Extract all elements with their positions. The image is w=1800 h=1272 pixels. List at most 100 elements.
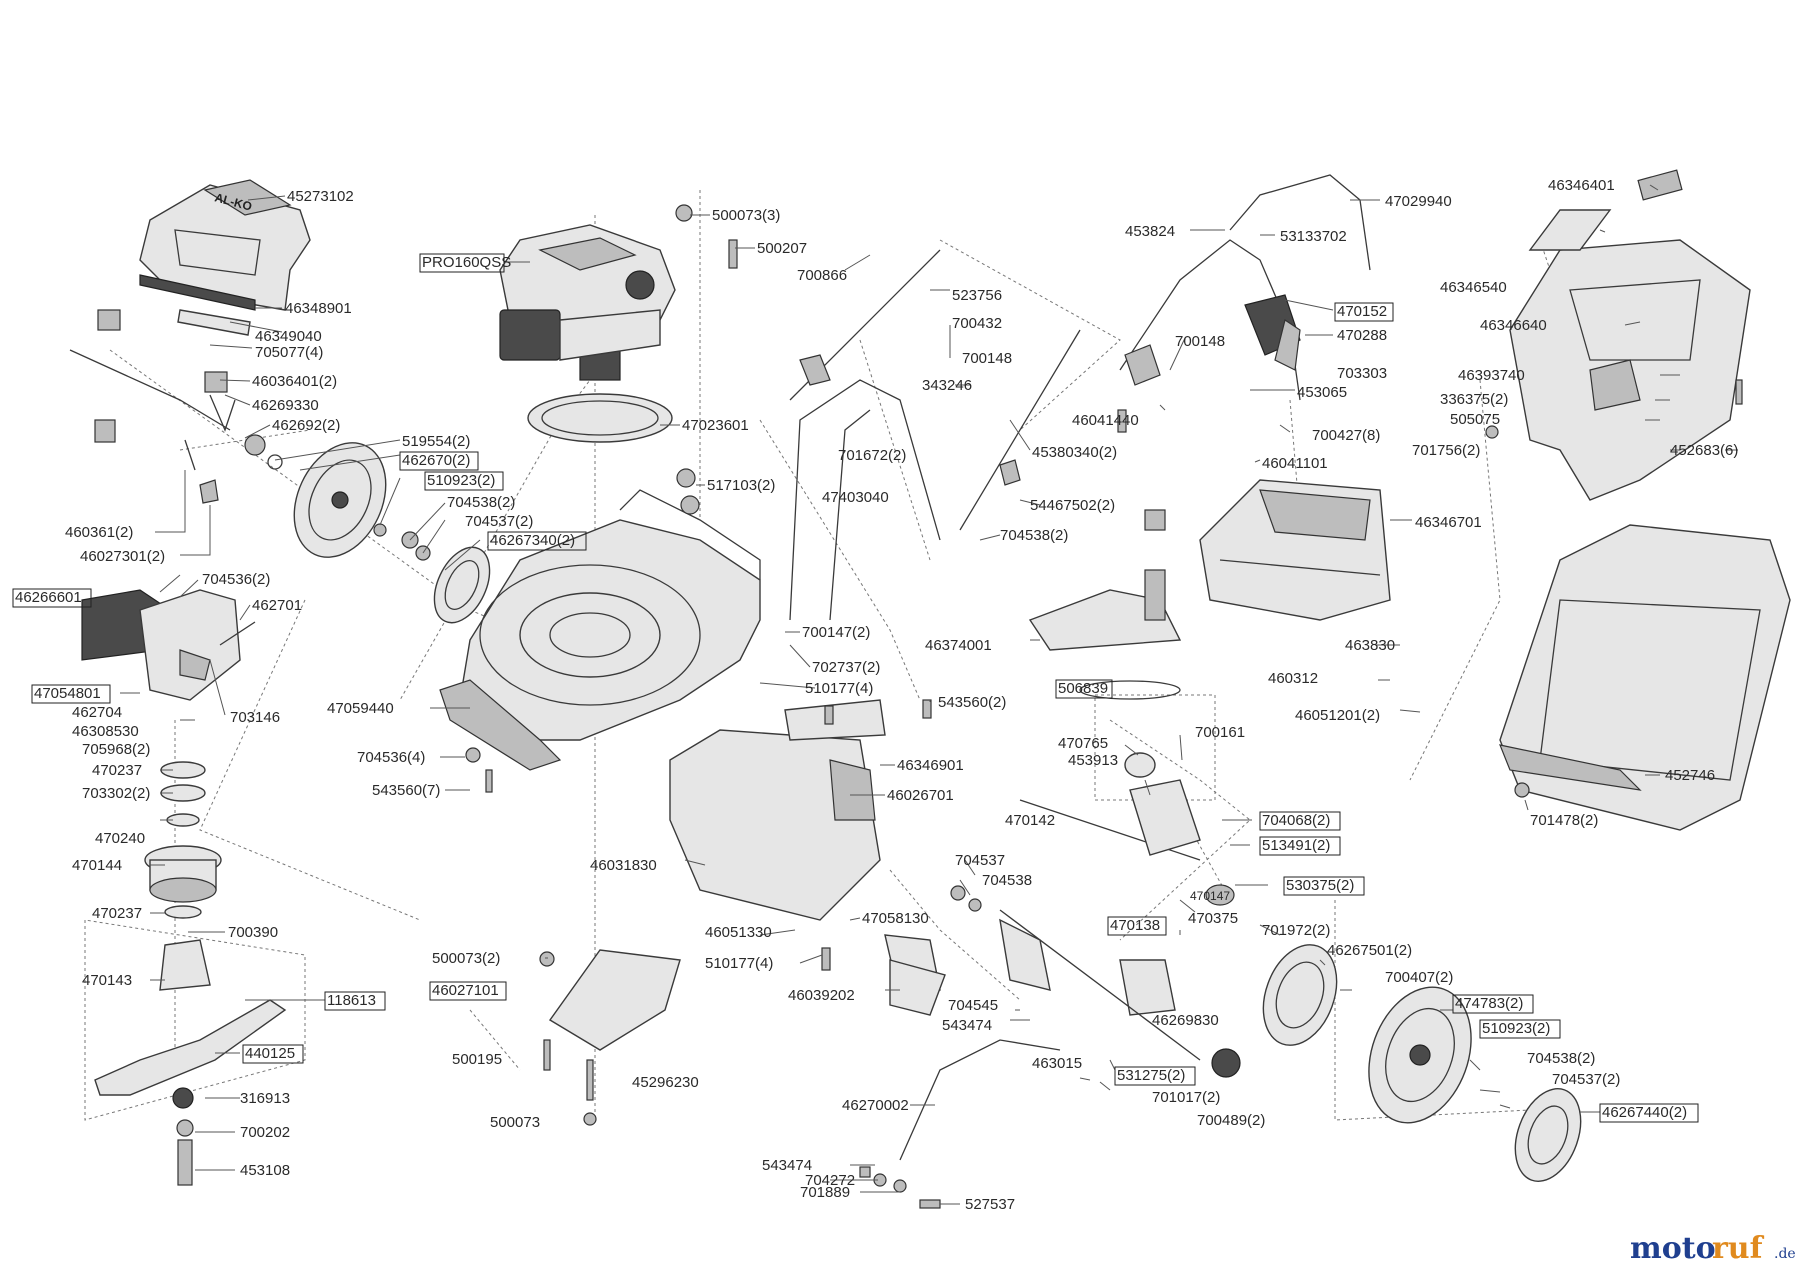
- part-label: 53133702: [1280, 228, 1347, 245]
- part-label: 452683(6): [1670, 442, 1738, 459]
- part-label: 704537(2): [465, 513, 533, 530]
- boxed-callout: [1479, 1019, 1561, 1039]
- part-label: 47054801: [34, 685, 101, 702]
- handle-lower: [789, 249, 1081, 621]
- boxed-callout: [429, 981, 507, 1001]
- part-label: 513491(2): [1262, 837, 1330, 854]
- part-label: 45296230: [632, 1074, 699, 1091]
- boxed-callout: [1334, 302, 1394, 322]
- rear-chute-group: [548, 569, 1182, 1051]
- part-label: 510177(4): [705, 955, 773, 972]
- part-label: 470288: [1337, 327, 1387, 344]
- part-label: 46051330: [705, 924, 772, 941]
- boxed-callout: [424, 471, 504, 491]
- boxed-callout: [1107, 916, 1167, 936]
- part-label: 543474: [942, 1017, 992, 1034]
- part-label: 470142: [1005, 812, 1055, 829]
- part-label: 704545: [948, 997, 998, 1014]
- part-label: 704538(2): [1000, 527, 1068, 544]
- part-label: 452746: [1665, 767, 1715, 784]
- part-label: 523756: [952, 287, 1002, 304]
- front-covers: [81, 589, 256, 701]
- part-label: 703302(2): [82, 785, 150, 802]
- part-label: 470375: [1188, 910, 1238, 927]
- boxed-callout: [12, 588, 92, 608]
- part-label: 462701: [252, 597, 302, 614]
- part-label: 460312: [1268, 670, 1318, 687]
- part-label: 462670(2): [402, 452, 470, 469]
- part-label: 47058130: [862, 910, 929, 927]
- part-label: 700147(2): [802, 624, 870, 641]
- boxed-callout: [1259, 811, 1341, 831]
- part-label: 118613: [327, 992, 376, 1009]
- part-label: 46308530: [72, 723, 139, 740]
- part-label: 510923(2): [1482, 1020, 1550, 1037]
- part-label: 45273102: [287, 188, 354, 205]
- part-label: 46270002: [842, 1097, 909, 1114]
- part-label: 700148: [962, 350, 1012, 367]
- part-label: 460361(2): [65, 524, 133, 541]
- part-label: 316913: [240, 1090, 290, 1107]
- part-label: 46051201(2): [1295, 707, 1380, 724]
- part-label: 46269830: [1152, 1012, 1219, 1029]
- part-label: 46036401(2): [252, 373, 337, 390]
- part-label: 46269330: [252, 397, 319, 414]
- gearbox-group: [1019, 752, 1235, 1016]
- boxed-callout: [324, 991, 386, 1011]
- part-label: 45380340(2): [1032, 444, 1117, 461]
- boxed-callout: [1452, 994, 1534, 1014]
- watermark-part1: moto: [1630, 1231, 1716, 1266]
- part-label: 702737(2): [812, 659, 880, 676]
- part-label: 500073(2): [432, 950, 500, 967]
- part-label: 46346640: [1480, 317, 1547, 334]
- boxed-callout: [1259, 836, 1341, 856]
- boxed-callout: [242, 1044, 304, 1064]
- part-label: 500073: [490, 1114, 540, 1131]
- part-label: 46346401: [1548, 177, 1615, 194]
- part-label: 470143: [82, 972, 132, 989]
- part-label: 46267340(2): [490, 532, 575, 549]
- part-label: 336375(2): [1440, 391, 1508, 408]
- engine-cover-group: AL-KO: [139, 179, 311, 336]
- part-label: 500207: [757, 240, 807, 257]
- part-label: 470240: [95, 830, 145, 847]
- grass-catcher-lid: [1199, 479, 1391, 621]
- part-label: 470237: [92, 905, 142, 922]
- part-label: 517103(2): [707, 477, 775, 494]
- part-label: 474783(2): [1455, 995, 1523, 1012]
- part-label: 510923(2): [427, 472, 495, 489]
- boxed-callout: [1114, 1066, 1196, 1086]
- part-label: 531275(2): [1117, 1067, 1185, 1084]
- part-label: 46027101: [432, 982, 499, 999]
- part-label: 54467502(2): [1030, 497, 1115, 514]
- watermark-suffix: .de: [1774, 1246, 1796, 1262]
- rear-axle-group: [884, 909, 1241, 1161]
- boxed-callout: [1055, 679, 1113, 699]
- part-label: 462704: [72, 704, 122, 721]
- motoruf-watermark: moto ruf .de: [1630, 1231, 1796, 1266]
- part-label: 701756(2): [1412, 442, 1480, 459]
- part-label: 704272: [805, 1172, 855, 1189]
- part-label: 46346901: [897, 757, 964, 774]
- boxed-callout: [1599, 1103, 1699, 1123]
- rear-wheel: [1262, 944, 1582, 1182]
- part-label: 46374001: [925, 637, 992, 654]
- part-label: 703146: [230, 709, 280, 726]
- part-label: 46041101: [1262, 455, 1328, 472]
- part-label: 705968(2): [82, 741, 150, 758]
- part-label: 700432: [952, 315, 1002, 332]
- part-label: 700202: [240, 1124, 290, 1141]
- part-label: 46027301(2): [80, 548, 165, 565]
- part-label: 700489(2): [1197, 1112, 1265, 1129]
- part-label: 704068(2): [1262, 812, 1330, 829]
- part-label: 47029940: [1385, 193, 1452, 210]
- part-label: 46039202: [788, 987, 855, 1004]
- front-axle-group: [69, 309, 283, 504]
- part-label: 700427(8): [1312, 427, 1380, 444]
- part-label: 470144: [72, 857, 122, 874]
- part-label: 453824: [1125, 223, 1175, 240]
- part-label: 47059440: [327, 700, 394, 717]
- part-label: 46349040: [255, 328, 322, 345]
- callout-labels: 45273102 46348901 46349040 705077(4) 460…: [12, 177, 1738, 1213]
- leader-lines: [120, 184, 1738, 1205]
